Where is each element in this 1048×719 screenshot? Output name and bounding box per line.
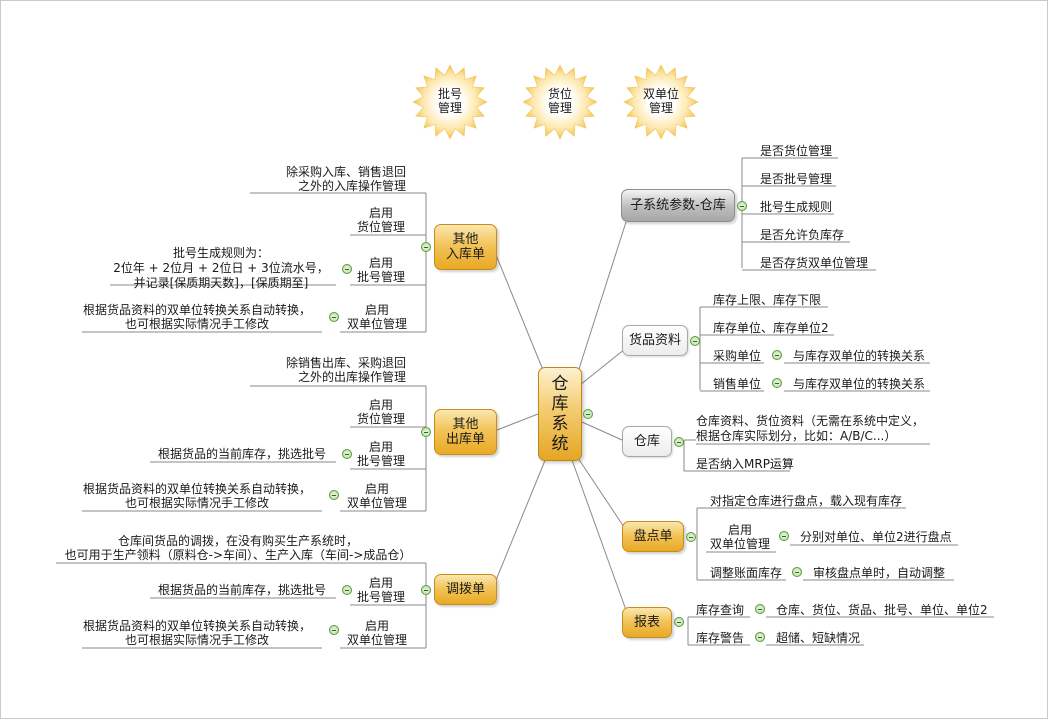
collapse-icon[interactable] bbox=[755, 632, 765, 642]
leaf-inbound-dual-desc: 根据货品资料的双单位转换关系自动转换， 也可根据实际情况手工修改 bbox=[82, 303, 311, 331]
leaf-sales-conversion: 与库存双单位的转换关系 bbox=[793, 377, 926, 391]
leaf-inbound-batch: 启用 批号管理 bbox=[356, 256, 405, 284]
edge-params bbox=[577, 221, 627, 373]
collapse-icon[interactable] bbox=[772, 378, 782, 388]
leaf-batch-rule: 批号生成规则 bbox=[760, 200, 833, 214]
collapse-icon[interactable] bbox=[329, 490, 339, 500]
edge-stocktake bbox=[575, 454, 627, 531]
collapse-icon[interactable] bbox=[772, 350, 782, 360]
leaf-negative-stock: 是否允许负库存 bbox=[760, 228, 845, 242]
leaf-inbound-desc: 除采购入库、销售退回 之外的入库操作管理 bbox=[285, 165, 406, 193]
leaf-warehouse-info: 仓库资料、货位资料（无需在系统中定义， 根据仓库实际划分，比如：A/B/C...… bbox=[696, 414, 925, 443]
starburst-icon bbox=[522, 64, 598, 140]
starburst-icon bbox=[623, 64, 699, 140]
leaf-transfer-pick-batch: 根据货品的当前库存，挑选批号 bbox=[157, 583, 326, 597]
leaf-sales-unit: 销售单位 bbox=[713, 377, 762, 391]
node-other-inbound[interactable]: 其他 入库单 bbox=[434, 224, 497, 270]
leaf-inbound-batch-rule: 批号生成规则为： 2位年 + 2位月 + 2位日 + 3位流水号， 并记录[保质… bbox=[113, 246, 329, 290]
leaf-transfer-batch: 启用 批号管理 bbox=[356, 576, 405, 604]
node-stocktake[interactable]: 盘点单 bbox=[622, 521, 684, 552]
leaf-transfer-dual: 启用 双单位管理 bbox=[346, 619, 407, 647]
leaf-purchase-unit: 采购单位 bbox=[713, 349, 762, 363]
burst-label: 批号 管理 bbox=[437, 87, 462, 115]
leaf-outbound-batch: 启用 批号管理 bbox=[356, 440, 405, 468]
leaf-inbound-dual: 启用 双单位管理 bbox=[346, 303, 407, 331]
central-node[interactable]: 仓 库 系 统 bbox=[538, 367, 582, 461]
leaf-outbound-dual: 启用 双单位管理 bbox=[346, 482, 407, 510]
leaf-stocktake-load: 对指定仓库进行盘点，载入现有库存 bbox=[710, 494, 903, 508]
leaf-adjust-stock: 调整账面库存 bbox=[710, 566, 783, 580]
collapse-icon[interactable] bbox=[421, 585, 431, 595]
edge-other-in bbox=[493, 249, 544, 371]
leaf-stock-limits: 库存上限、库存下限 bbox=[713, 293, 822, 307]
leaf-enable-dual-unit: 启用 双单位管理 bbox=[709, 523, 770, 551]
leaf-stock-query: 库存查询 bbox=[696, 603, 745, 617]
node-other-outbound[interactable]: 其他 出库单 bbox=[434, 409, 497, 455]
collapse-icon[interactable] bbox=[686, 532, 696, 542]
leaf-stock-units: 库存单位、库存单位2 bbox=[713, 321, 829, 335]
collapse-icon[interactable] bbox=[583, 409, 593, 419]
collapse-icon[interactable] bbox=[690, 336, 700, 346]
edge-goods bbox=[579, 344, 631, 386]
collapse-icon[interactable] bbox=[755, 604, 765, 614]
leaf-dual-unit: 是否存货双单位管理 bbox=[760, 256, 869, 270]
burst-label: 货位 管理 bbox=[547, 87, 572, 115]
collapse-icon[interactable] bbox=[329, 312, 339, 322]
collapse-icon[interactable] bbox=[674, 437, 684, 447]
edge-warehouse bbox=[581, 421, 623, 441]
collapse-icon[interactable] bbox=[342, 449, 352, 459]
edge-other-out bbox=[496, 413, 539, 431]
leaf-batch-mgmt: 是否批号管理 bbox=[760, 172, 833, 186]
leaf-purchase-conversion: 与库存双单位的转换关系 bbox=[793, 349, 926, 363]
edge-transfer bbox=[493, 457, 547, 586]
leaf-auto-adjust: 审核盘点单时，自动调整 bbox=[813, 566, 946, 580]
leaf-transfer-desc: 仓库间货品的调拨，在没有购买生产系统时， 也可用于生产领料（原料仓->车间）、生… bbox=[64, 534, 412, 562]
collapse-icon[interactable] bbox=[342, 585, 352, 595]
collapse-icon[interactable] bbox=[342, 264, 352, 274]
node-transfer[interactable]: 调拨单 bbox=[434, 574, 497, 605]
burst-label: 双单位 管理 bbox=[642, 87, 679, 115]
collapse-icon[interactable] bbox=[779, 531, 789, 541]
edge-report bbox=[571, 459, 627, 611]
node-report[interactable]: 报表 bbox=[622, 607, 672, 638]
collapse-icon[interactable] bbox=[421, 427, 431, 437]
collapse-icon[interactable] bbox=[329, 625, 339, 635]
collapse-icon[interactable] bbox=[674, 617, 684, 627]
node-goods-info[interactable]: 货品资料 bbox=[622, 325, 688, 356]
leaf-location-mgmt: 是否货位管理 bbox=[760, 144, 833, 158]
leaf-outbound-desc: 除销售出库、采购退回 之外的出库操作管理 bbox=[285, 356, 406, 384]
leaf-stock-warning: 库存警告 bbox=[696, 631, 745, 645]
leaf-inbound-location: 启用 货位管理 bbox=[356, 206, 405, 234]
leaf-outbound-pick-batch: 根据货品的当前库存，挑选批号 bbox=[157, 447, 326, 461]
node-warehouse[interactable]: 仓库 bbox=[622, 426, 672, 457]
collapse-icon[interactable] bbox=[421, 242, 431, 252]
leaf-transfer-dual-desc: 根据货品资料的双单位转换关系自动转换， 也可根据实际情况手工修改 bbox=[82, 619, 311, 647]
collapse-icon[interactable] bbox=[737, 201, 747, 211]
collapse-icon[interactable] bbox=[792, 567, 802, 577]
leaf-stocktake-units: 分别对单位、单位2进行盘点 bbox=[800, 530, 952, 544]
leaf-outbound-location: 启用 货位管理 bbox=[356, 398, 405, 426]
leaf-over-short: 超储、短缺情况 bbox=[776, 631, 861, 645]
leaf-query-dims: 仓库、货位、货品、批号、单位、单位2 bbox=[776, 603, 988, 617]
leaf-mrp: 是否纳入MRP运算 bbox=[696, 457, 794, 471]
leaf-outbound-dual-desc: 根据货品资料的双单位转换关系自动转换， 也可根据实际情况手工修改 bbox=[82, 482, 311, 510]
starburst-icon bbox=[412, 64, 488, 140]
node-subsystem-params[interactable]: 子系统参数-仓库 bbox=[621, 189, 735, 222]
